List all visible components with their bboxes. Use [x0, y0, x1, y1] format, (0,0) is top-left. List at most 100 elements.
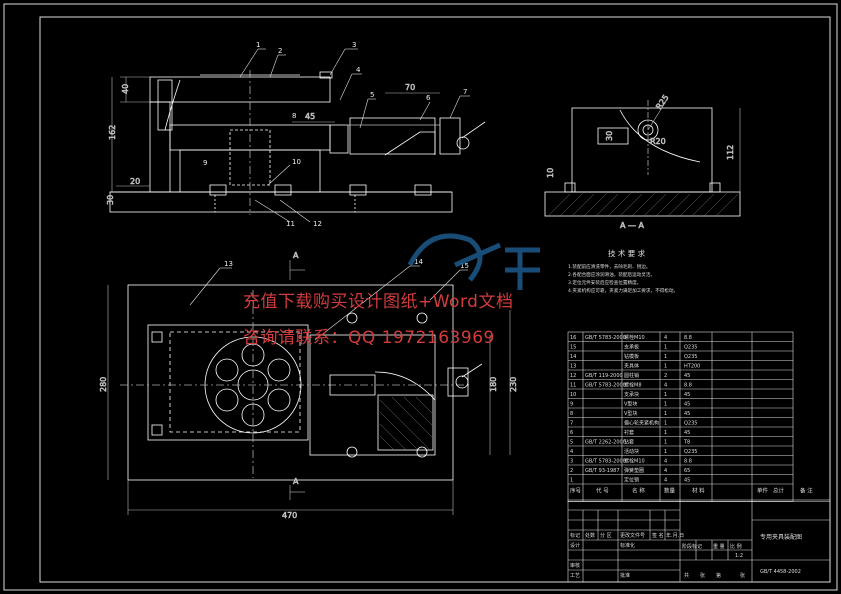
dim-30: 30: [106, 195, 115, 205]
part-material: 8.8: [684, 383, 692, 389]
watermark-logo: [407, 233, 540, 290]
sign-label: 签 名: [652, 532, 664, 539]
part-no: 6: [570, 430, 573, 436]
plan-v-block: [329, 374, 376, 396]
hole-2: [267, 358, 291, 382]
part-material: Q235: [684, 345, 697, 351]
tech-line-4: 4.夹紧机构应可靠，夹紧力满足加工要求，不得松动。: [568, 287, 678, 294]
part-name: 弹簧垫圈: [624, 467, 644, 474]
role-design: 设计: [570, 542, 580, 549]
hole-6: [215, 358, 239, 382]
plan-bolt-6: [416, 312, 428, 324]
part-no: 5: [570, 440, 573, 446]
bolt-right: [349, 184, 367, 196]
part-qty: 4: [664, 335, 667, 341]
balloon-9: 9: [203, 159, 207, 167]
part-material: 8.8: [684, 459, 692, 465]
inner-border: [39, 16, 831, 583]
parts-frame: [567, 331, 794, 502]
part-no: 9: [570, 402, 573, 408]
part-material: 45: [684, 392, 690, 398]
zone-label: 分 区: [600, 532, 612, 539]
dim-r20: R20: [650, 137, 666, 146]
eccentric-housing: [349, 117, 436, 155]
plan-bolt-2: [151, 424, 163, 436]
front-dims: 40 162 20 30 45 70: [106, 76, 440, 205]
part-material: Q235: [684, 421, 697, 427]
scale-label: 比 例: [730, 543, 742, 550]
hole-5: [215, 388, 239, 412]
left-column: [149, 101, 171, 193]
part-name: 支承板: [624, 344, 639, 351]
balloon-10: 10: [292, 158, 301, 166]
part-material: Q235: [684, 449, 697, 455]
balloon-8: 8: [292, 112, 296, 120]
part-qty: 4: [664, 468, 667, 474]
dim-162: 162: [108, 125, 117, 140]
plan-clamp-body: [309, 334, 436, 456]
side-view: [544, 100, 741, 217]
plan-base: [127, 284, 454, 481]
balloon-1: 1: [256, 41, 260, 49]
part-code: GB/T 93-1987: [585, 468, 620, 474]
hole-3: [267, 388, 291, 412]
balloon-2: 2: [278, 47, 282, 55]
front-balloons: 1 2 3 4 5 6 7 8 9 10 11 12: [203, 41, 467, 228]
tech-title: 技 术 要 求: [608, 248, 646, 258]
sheet-unit-1: 张: [700, 572, 705, 579]
dim-r25: R25: [654, 93, 670, 111]
part-qty: 1: [664, 440, 667, 446]
dim-470: 470: [282, 511, 297, 520]
bolt-mid: [274, 184, 292, 196]
front-leaders: [239, 48, 470, 223]
parts-header-cell: 名 称: [632, 487, 645, 495]
dim-10: 10: [546, 168, 555, 178]
eccentric-lever: [384, 131, 436, 156]
part-name: 定位销: [624, 477, 639, 484]
part-material: Q235: [684, 354, 697, 360]
parts-header-cell: 单件: [757, 487, 769, 495]
tech-requirements: 技 术 要 求 1.装配前应清洗零件，去除毛刺、锐边。 2.各配合面应涂润滑油，…: [568, 248, 678, 294]
part-qty: 2: [664, 373, 667, 379]
role-review: 审核: [570, 562, 580, 569]
date-label: 年.月.日: [666, 532, 684, 539]
plan-handle-bar: [461, 363, 483, 378]
part-code: GB/T 119-2000: [585, 373, 623, 379]
role-process: 工艺: [570, 573, 580, 579]
title-block-frame: [567, 499, 831, 583]
logo-swirl: [407, 233, 483, 282]
part-no: 1: [570, 478, 573, 484]
dim-20: 20: [130, 177, 140, 186]
part-code: GB/T 2262-2000: [585, 440, 626, 446]
sheet-unit-2: 张: [740, 572, 745, 579]
part-name: 衬套: [624, 429, 634, 436]
title-block-text: 专用夹具装配图 GB/T 4458-2002 1:2 标记 处数 分 区 更改文…: [570, 532, 802, 579]
stage-label: 阶段标记: [682, 543, 702, 550]
count-label: 处数: [585, 532, 595, 539]
dim-230: 230: [509, 377, 518, 392]
balloon-15: 15: [460, 262, 469, 270]
balloon-4: 4: [356, 66, 361, 74]
part-material: 65: [684, 468, 690, 474]
part-no: 12: [570, 373, 576, 379]
part-material: 8.8: [684, 335, 692, 341]
plan-bolt-3: [346, 446, 358, 458]
side-base-hatch: [547, 193, 739, 217]
balloon-13: 13: [224, 260, 233, 268]
part-name: 支承块: [624, 391, 639, 398]
mark-label: 标记: [570, 532, 580, 539]
plan-eccentric: [374, 371, 436, 401]
part-no: 8: [570, 411, 573, 417]
part-material: 45: [684, 411, 690, 417]
